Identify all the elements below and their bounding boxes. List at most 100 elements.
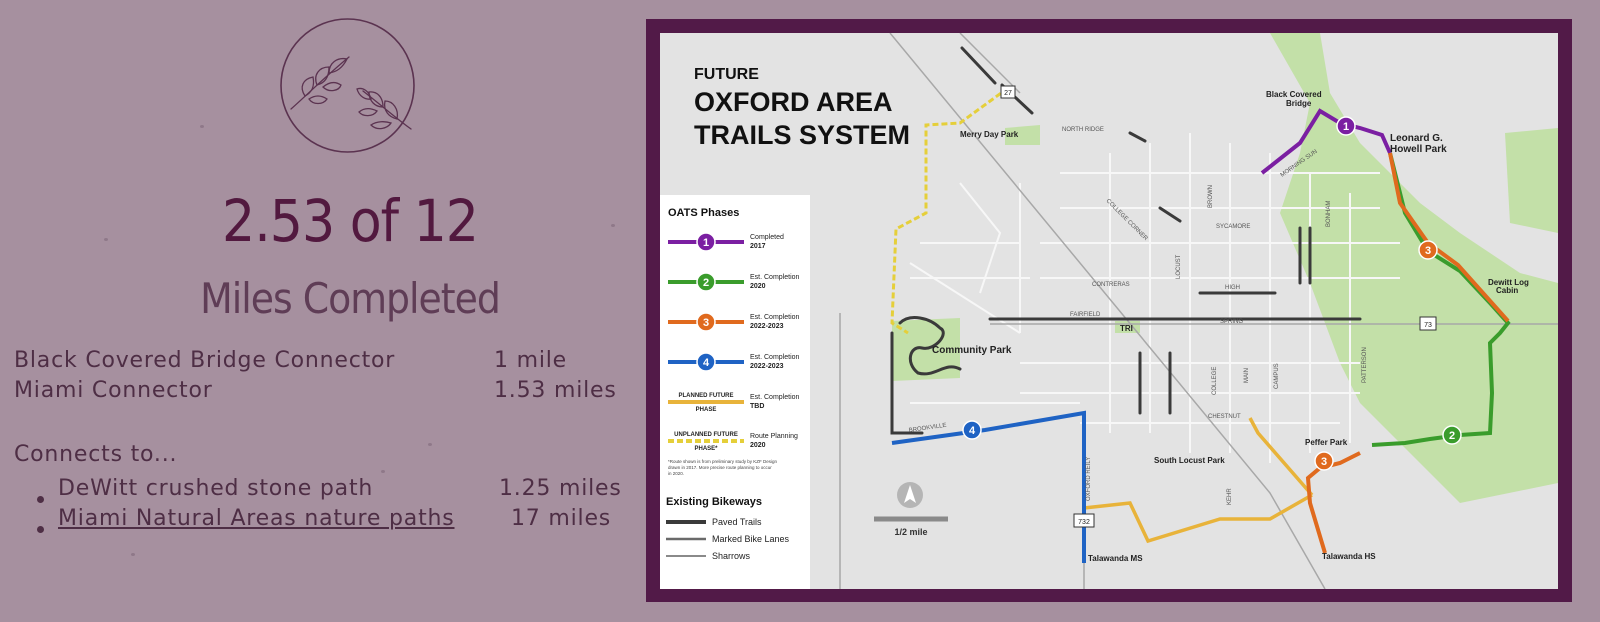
- svg-text:Marked Bike Lanes: Marked Bike Lanes: [712, 534, 790, 544]
- svg-text:PHASE*: PHASE*: [694, 446, 718, 452]
- svg-text:1: 1: [703, 237, 709, 249]
- svg-text:2020: 2020: [750, 442, 766, 449]
- street-label: BROWN: [1208, 185, 1214, 208]
- svg-text:Paved Trails: Paved Trails: [712, 517, 762, 527]
- svg-text:Route Planning: Route Planning: [750, 433, 798, 440]
- place-label: Peffer Park: [1305, 438, 1348, 447]
- street-label: OXFORD REILY: [1086, 457, 1092, 501]
- svg-text:4: 4: [703, 357, 710, 369]
- miles-progress: 2.53 of 12: [222, 187, 479, 255]
- background-speck: [104, 238, 108, 241]
- paved-trails: [890, 46, 1362, 435]
- svg-text:2020: 2020: [750, 283, 766, 290]
- street-label: HIGH: [1225, 285, 1240, 291]
- street-label: CAMPUS: [1274, 363, 1280, 389]
- phase-2-marker: 2: [1442, 425, 1462, 445]
- legend-phase-2: 2 Est. Completion 2020: [668, 272, 800, 292]
- map-title-line2: TRAILS SYSTEM: [694, 120, 910, 150]
- map-title-line1: OXFORD AREA: [694, 87, 893, 117]
- svg-text:3: 3: [703, 317, 709, 329]
- street-label: COLLEGE: [1212, 367, 1218, 395]
- street-label: CHESTNUT: [1208, 414, 1241, 420]
- background-speck: [611, 224, 615, 227]
- miles-completed-label: Miles Completed: [200, 274, 501, 323]
- bikeways-title: Existing Bikeways: [666, 496, 762, 508]
- place-label: TRI: [1120, 324, 1133, 333]
- svg-text:Sharrows: Sharrows: [712, 551, 751, 561]
- phase-3-marker: 3: [1314, 451, 1334, 471]
- svg-text:UNPLANNED FUTURE: UNPLANNED FUTURE: [674, 432, 738, 438]
- miami-natural-areas-link[interactable]: Miami Natural Areas nature paths: [58, 506, 455, 531]
- place-label: Cabin: [1496, 286, 1518, 295]
- street-label: SPRING: [1220, 319, 1243, 325]
- street-label: PATTERSON: [1362, 347, 1368, 383]
- place-label: Leonard G.: [1390, 133, 1443, 144]
- svg-text:PHASE: PHASE: [696, 407, 717, 413]
- street-label: BROOKVILLE: [908, 423, 946, 434]
- list-bullet: [37, 496, 44, 503]
- unplanned-future-route: [890, 86, 1009, 335]
- svg-text:Est. Completion: Est. Completion: [750, 394, 800, 401]
- street-label: LOCUST: [1176, 254, 1182, 279]
- place-label: Talawanda HS: [1322, 552, 1376, 561]
- legend-paved-trails: Paved Trails: [666, 517, 762, 527]
- svg-text:27: 27: [1004, 90, 1012, 97]
- connection-length: 17 miles: [511, 506, 612, 531]
- phase-3-marker: 3: [1418, 240, 1438, 260]
- street-label: KEHR: [1227, 488, 1233, 505]
- svg-text:Est. Completion: Est. Completion: [750, 354, 800, 361]
- svg-text:Est. Completion: Est. Completion: [750, 274, 800, 281]
- legend-title: OATS Phases: [668, 207, 739, 219]
- svg-text:732: 732: [1078, 519, 1090, 526]
- place-label: Merry Day Park: [960, 130, 1019, 139]
- legend-planned-future: PLANNED FUTURE PHASE Est. Completion TBD: [668, 393, 800, 413]
- legend-unplanned-future: UNPLANNED FUTURE PHASE* Route Planning 2…: [668, 432, 798, 452]
- phase-1-marker: 1: [1336, 116, 1356, 136]
- svg-text:2022-2023: 2022-2023: [750, 363, 784, 370]
- street-label: SYCAMORE: [1216, 224, 1250, 230]
- phase-4-marker: 4: [962, 420, 982, 440]
- legend-marked-bike-lanes: Marked Bike Lanes: [666, 534, 790, 544]
- background-speck: [428, 443, 432, 446]
- connects-heading: Connects to...: [14, 442, 178, 467]
- north-arrow-icon: [897, 482, 923, 508]
- street-label: CONTRERAS: [1092, 282, 1130, 288]
- background-speck: [200, 125, 204, 128]
- svg-text:2: 2: [1449, 430, 1455, 442]
- svg-text:1: 1: [1343, 121, 1349, 133]
- place-label: Talawanda MS: [1088, 554, 1143, 563]
- place-label: Black Covered: [1266, 90, 1322, 99]
- list-bullet: [37, 526, 44, 533]
- legend-phase-3: 3 Est. Completion 2022-2023: [668, 312, 800, 332]
- place-label: Howell Park: [1390, 144, 1447, 155]
- segment-name: Black Covered Bridge Connector: [14, 348, 396, 373]
- route-732-shield: 732: [1073, 513, 1095, 528]
- street-label: MAIN: [1244, 368, 1250, 383]
- oats-trail-map: 27 73 732 1 3 2 3 4 Black Covered Bridge…: [660, 33, 1558, 589]
- legend-footnote: drawn in 2017. More precise route planni…: [668, 465, 772, 470]
- map-title-small: FUTURE: [694, 66, 759, 83]
- street-label: NORTH RIDGE: [1062, 127, 1104, 133]
- place-label: Bridge: [1286, 99, 1312, 108]
- place-label: South Locust Park: [1154, 456, 1225, 465]
- phase-4-route: [891, 410, 1086, 563]
- place-labels: Black Covered Bridge Leonard G. Howell P…: [932, 90, 1529, 563]
- street-label: BONHAM: [1326, 201, 1332, 227]
- place-label: Community Park: [932, 345, 1012, 356]
- background-speck: [131, 553, 135, 556]
- street-label: FAIRFIELD: [1070, 312, 1101, 318]
- legend-sharrows: Sharrows: [666, 551, 751, 561]
- route-73-shield: 73: [1419, 316, 1437, 331]
- svg-text:2017: 2017: [750, 243, 766, 250]
- legend-footnote: in 2020.: [668, 471, 684, 476]
- legend-phase-1: 1 Completed 2017: [668, 232, 784, 252]
- svg-text:4: 4: [969, 425, 976, 437]
- legend-footnote: *Route shown is from preliminary study b…: [668, 459, 778, 464]
- segment-name: Miami Connector: [14, 378, 213, 403]
- route-27-shield: 27: [1000, 85, 1016, 99]
- legend-phase-4: 4 Est. Completion 2022-2023: [668, 352, 800, 372]
- background-speck: [381, 470, 385, 473]
- trail-map-frame: 27 73 732 1 3 2 3 4 Black Covered Bridge…: [646, 19, 1572, 602]
- segment-length: 1 mile: [494, 348, 567, 373]
- planned-future-route: [1083, 417, 1314, 544]
